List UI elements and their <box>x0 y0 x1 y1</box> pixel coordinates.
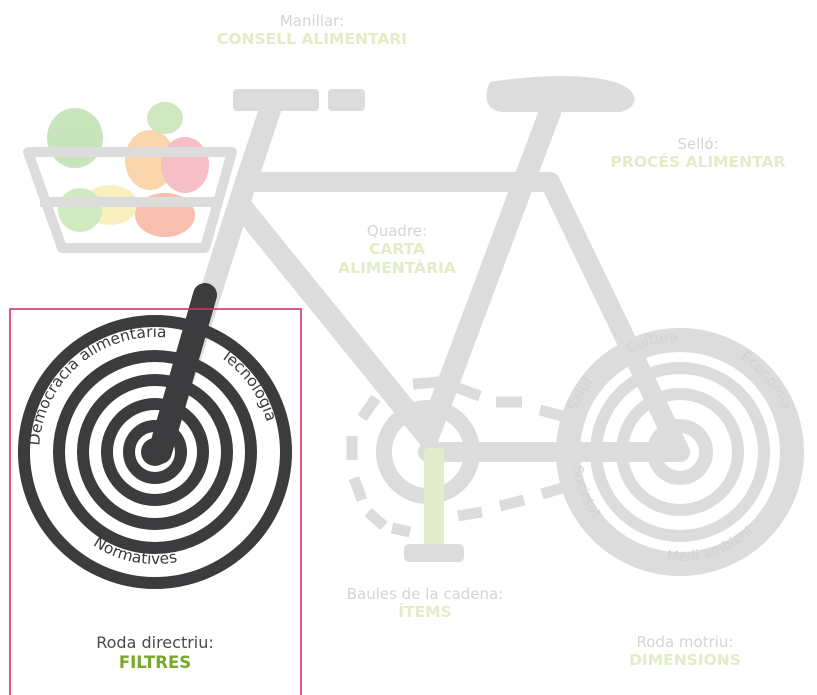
rear-wheel-name: Roda motriu: <box>585 633 785 651</box>
front-ring-normatives: Normatives <box>90 533 178 568</box>
label-rear-wheel: Roda motriu: DIMENSIONS <box>585 633 785 670</box>
handlebar-name: Manillar: <box>172 12 452 30</box>
svg-text:Normatives: Normatives <box>90 533 178 568</box>
frame-name: Quadre: <box>322 222 472 240</box>
front-wheel-name: Roda directriu: <box>40 633 270 653</box>
food-basket <box>47 102 209 237</box>
rear-wheel-value: DIMENSIONS <box>585 651 785 670</box>
saddle-name: Selló: <box>580 135 816 153</box>
label-chain-links: Baules de la cadena: ÍTEMS <box>300 585 550 622</box>
label-front-wheel: Roda directriu: FILTRES <box>40 633 270 673</box>
saddle <box>486 76 634 112</box>
label-handlebar: Manillar: CONSELL ALIMENTARI <box>172 12 452 49</box>
chain-links-value: ÍTEMS <box>300 603 550 622</box>
handlebar-lever <box>328 89 365 111</box>
front-wheel-value: FILTRES <box>40 653 270 673</box>
saddle-value: PROCÉS ALIMENTAR <box>580 153 816 172</box>
chain-links-name: Baules de la cadena: <box>300 585 550 603</box>
handlebar-value: CONSELL ALIMENTARI <box>172 30 452 49</box>
frame-value: CARTA ALIMENTÀRIA <box>322 240 472 278</box>
label-frame: Quadre: CARTA ALIMENTÀRIA <box>322 222 472 278</box>
front-wheel: Democràcia alimentària Tecnologia Normat… <box>24 295 286 583</box>
pedal <box>404 544 464 562</box>
label-saddle: Selló: PROCÉS ALIMENTAR <box>580 135 816 172</box>
pedal-crank <box>424 448 444 552</box>
